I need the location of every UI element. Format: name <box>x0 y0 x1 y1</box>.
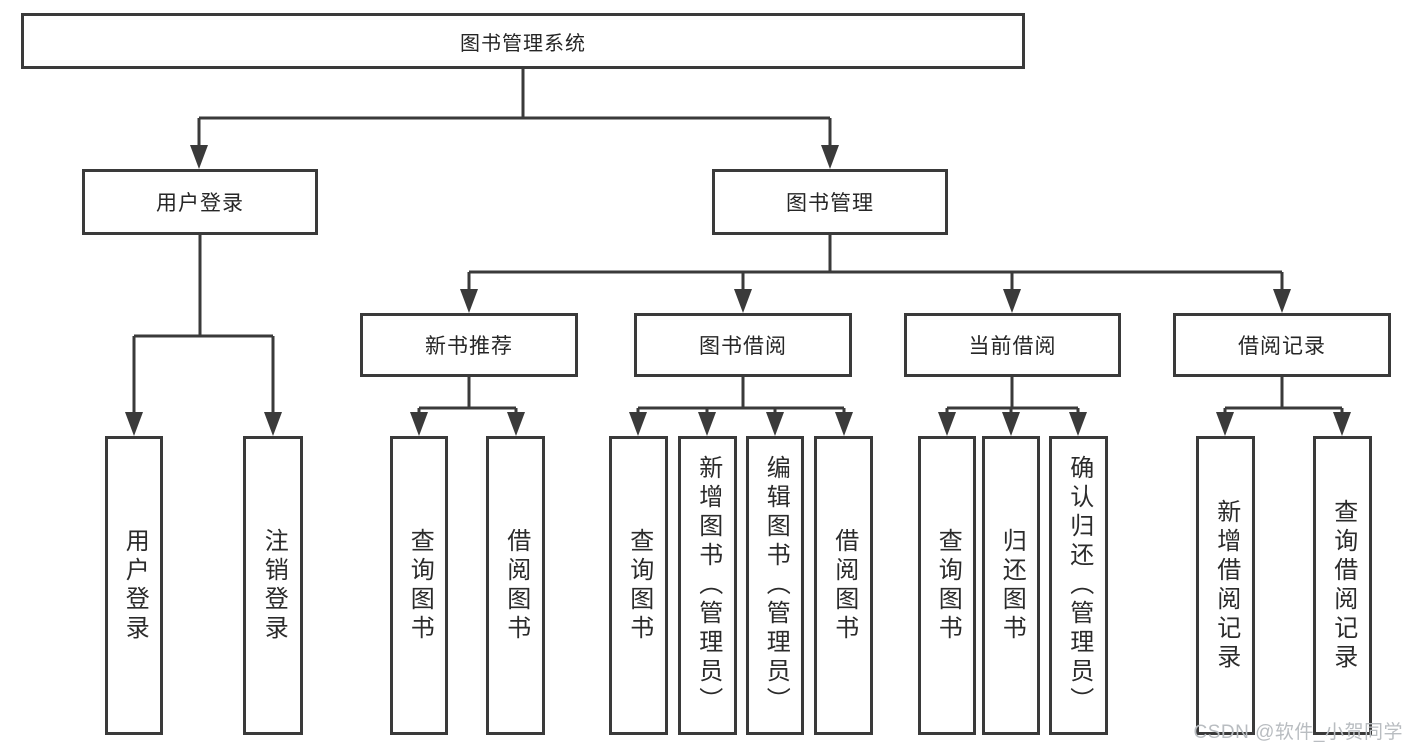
leaf-query-borrow-record-label: 查询借阅记录 <box>1329 498 1357 673</box>
leaf-query-books-recommend: 查询图书 <box>390 436 448 735</box>
node-user-login: 用户登录 <box>82 169 318 235</box>
leaf-edit-books-admin: 编辑图书（管理员） <box>746 436 804 735</box>
node-new-book-recommend: 新书推荐 <box>360 313 578 377</box>
leaf-add-books-admin-label: 新增图书（管理员） <box>694 455 722 716</box>
leaf-query-books-current-label: 查询图书 <box>934 527 962 644</box>
node-current-borrowing: 当前借阅 <box>904 313 1121 377</box>
leaf-confirm-return-admin: 确认归还（管理员） <box>1049 436 1108 735</box>
leaf-add-borrow-record-label: 新增借阅记录 <box>1212 498 1240 673</box>
node-library-system: 图书管理系统 <box>21 13 1025 69</box>
leaf-user-login: 用户登录 <box>105 436 163 735</box>
node-borrowing-records-label: 借阅记录 <box>1238 335 1326 358</box>
leaf-borrow-books-recommend: 借阅图书 <box>486 436 545 735</box>
leaf-borrow-books-label: 借阅图书 <box>830 527 858 644</box>
node-library-system-label: 图书管理系统 <box>460 32 586 55</box>
leaf-borrow-books-recommend-label: 借阅图书 <box>502 527 530 644</box>
leaf-user-login-label: 用户登录 <box>121 527 149 644</box>
leaf-edit-books-admin-label: 编辑图书（管理员） <box>762 455 790 716</box>
node-book-borrowing: 图书借阅 <box>634 313 852 377</box>
leaf-logout: 注销登录 <box>243 436 303 735</box>
leaf-query-books-current: 查询图书 <box>918 436 976 735</box>
node-borrowing-records: 借阅记录 <box>1173 313 1391 377</box>
node-current-borrowing-label: 当前借阅 <box>968 335 1057 358</box>
node-book-management-label: 图书管理 <box>786 192 874 215</box>
node-user-login-label: 用户登录 <box>156 192 244 215</box>
watermark: CSDN @软件_小贺同学 <box>1193 722 1403 743</box>
node-book-borrowing-label: 图书借阅 <box>699 335 787 358</box>
leaf-borrow-books: 借阅图书 <box>814 436 873 735</box>
node-new-book-recommend-label: 新书推荐 <box>425 335 513 358</box>
leaf-logout-label: 注销登录 <box>260 527 288 644</box>
leaf-query-borrow-record: 查询借阅记录 <box>1313 436 1372 735</box>
leaf-confirm-return-admin-label: 确认归还（管理员） <box>1065 455 1093 716</box>
leaf-query-books-recommend-label: 查询图书 <box>406 527 434 644</box>
leaf-query-books-borrowing: 查询图书 <box>609 436 668 735</box>
leaf-add-borrow-record: 新增借阅记录 <box>1196 436 1255 735</box>
leaf-add-books-admin: 新增图书（管理员） <box>678 436 737 735</box>
leaf-query-books-borrowing-label: 查询图书 <box>625 527 653 644</box>
leaf-return-books: 归还图书 <box>982 436 1040 735</box>
leaf-return-books-label: 归还图书 <box>998 527 1026 644</box>
node-book-management: 图书管理 <box>712 169 948 235</box>
